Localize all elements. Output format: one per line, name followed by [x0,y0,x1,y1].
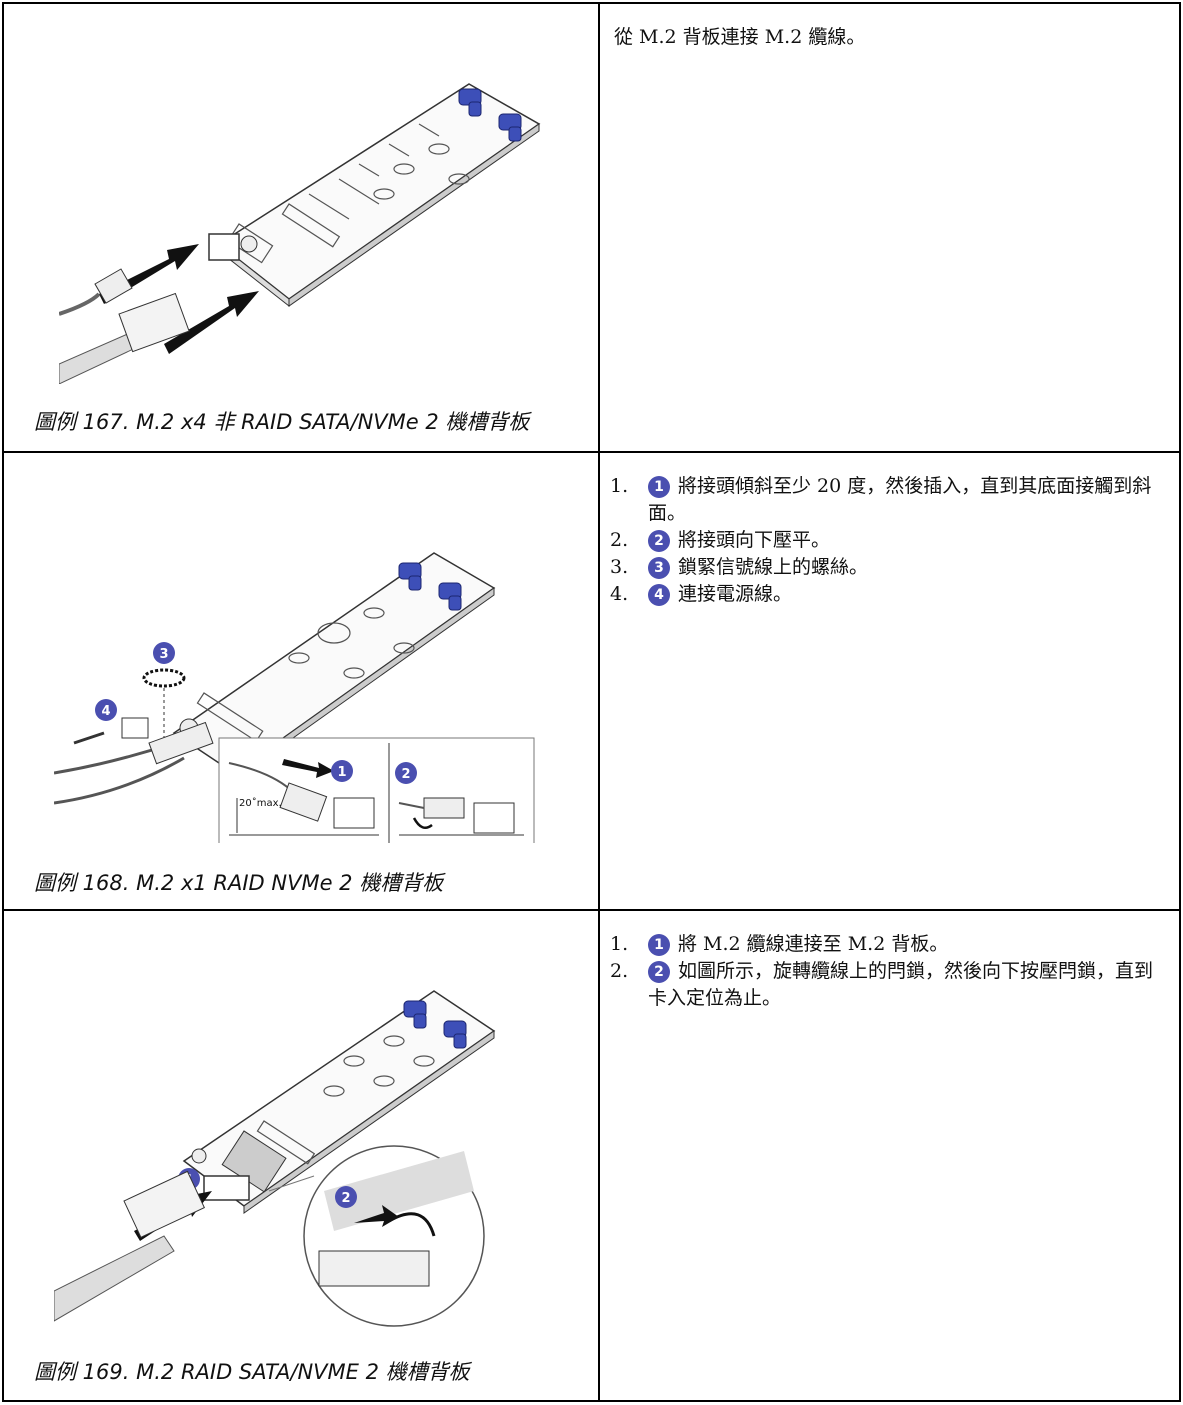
callout-2: 2 [401,767,410,782]
callout-2: 2 [341,1191,350,1206]
callout-badge: 4 [648,584,670,606]
callout-badge: 1 [648,934,670,956]
callout-3: 3 [159,647,168,662]
callout-1: 1 [337,765,346,780]
figure-168-illustration: 3 4 1 20˚max. [54,473,554,843]
callout-badge: 3 [648,557,670,579]
figure-caption: 圖例 169. M.2 RAID SATA/NVME 2 機槽背板 [34,1360,470,1384]
callout-4: 4 [101,704,110,719]
column-divider [598,4,600,1400]
callout-badge: 1 [648,476,670,498]
figure-caption: 圖例 168. M.2 x1 RAID NVMe 2 機槽背板 [34,871,444,895]
callout-badge: 2 [648,961,670,983]
figure-167-illustration [59,44,549,384]
row-divider-2 [4,909,1179,911]
row-divider-1 [4,451,1179,453]
callout-badge: 2 [648,530,670,552]
figure-cell-169: 1 2 圖例 169. M.2 RAID SATA/NVME 2 機槽背板 [4,911,598,1402]
figure-caption: 圖例 167. M.2 x4 非 RAID SATA/NVMe 2 機槽背板 [34,410,530,434]
step-cell-167: 從 M.2 背板連接 M.2 纜線。 [600,4,1179,451]
figure-169-illustration: 1 2 [54,961,554,1341]
figure-cell-168: 3 4 1 20˚max. [4,453,598,909]
angle-label: 20˚max. [239,797,282,809]
figure-cell-167: 圖例 167. M.2 x4 非 RAID SATA/NVMe 2 機槽背板 [4,4,598,451]
instruction-text: 從 M.2 背板連接 M.2 纜線。 [614,26,866,48]
